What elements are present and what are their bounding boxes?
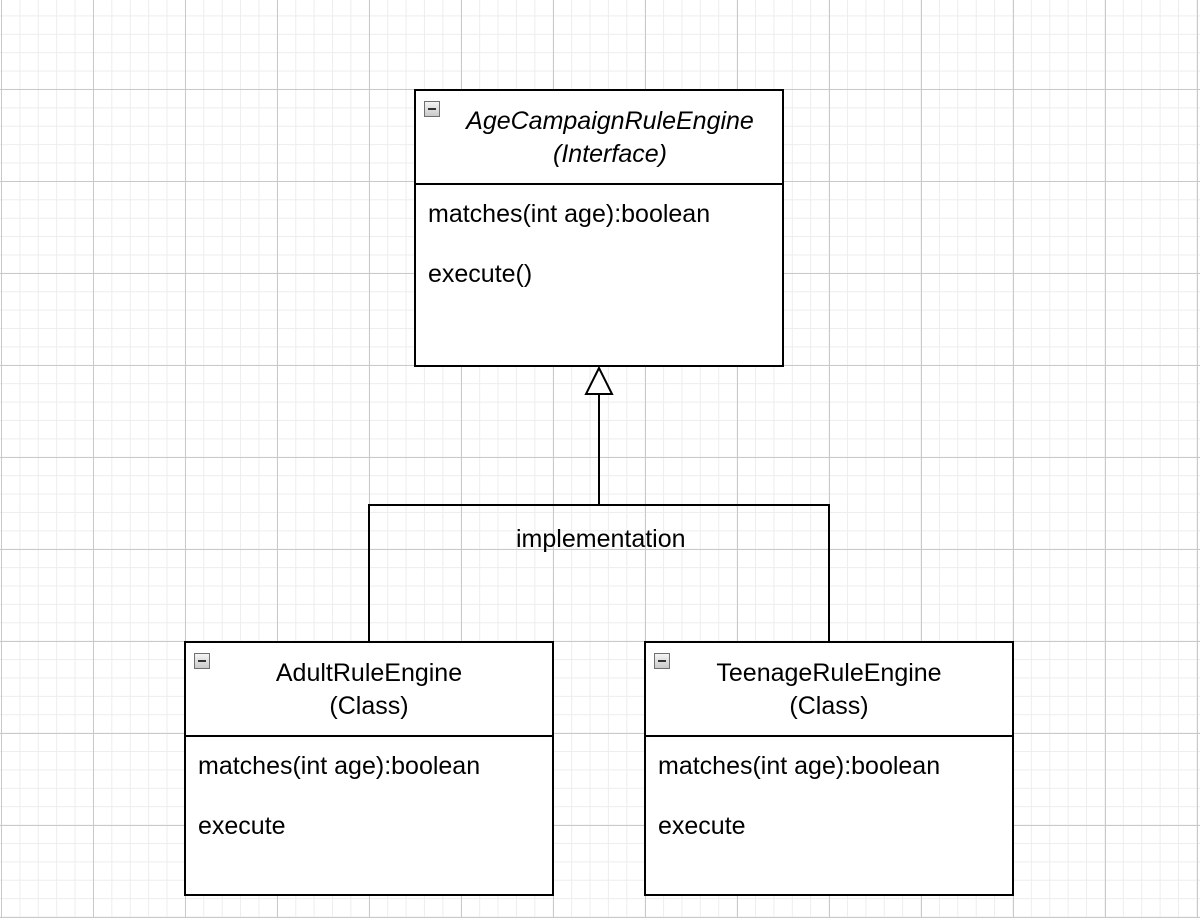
class-header: TeenageRuleEngine (Class) bbox=[646, 643, 1012, 737]
realization-arrowhead[interactable] bbox=[584, 365, 614, 395]
interface-name: AgeCampaignRuleEngine bbox=[466, 107, 754, 135]
class-header: AdultRuleEngine (Class) bbox=[186, 643, 552, 737]
method-execute: execute bbox=[198, 812, 286, 840]
class-stereotype: (Class) bbox=[789, 692, 869, 720]
interface-stereotype: (Interface) bbox=[553, 140, 667, 168]
class-name: TeenageRuleEngine bbox=[716, 659, 942, 687]
minus-square-icon[interactable] bbox=[654, 653, 670, 669]
method-matches: matches(int age):boolean bbox=[198, 752, 481, 780]
method-matches: matches(int age):boolean bbox=[658, 752, 941, 780]
minus-square-icon[interactable] bbox=[194, 653, 210, 669]
relationship-label: implementation bbox=[516, 525, 686, 553]
interface-header: AgeCampaignRuleEngine (Interface) bbox=[416, 91, 782, 185]
class-box-teenage-rule-engine[interactable]: TeenageRuleEngine (Class) matches(int ag… bbox=[644, 641, 1014, 896]
class-name: AdultRuleEngine bbox=[275, 659, 463, 687]
method-execute: execute bbox=[658, 812, 746, 840]
class-box-adult-rule-engine[interactable]: AdultRuleEngine (Class) matches(int age)… bbox=[184, 641, 554, 896]
minus-square-icon[interactable] bbox=[424, 101, 440, 117]
method-matches: matches(int age):boolean bbox=[428, 200, 711, 228]
class-stereotype: (Class) bbox=[329, 692, 409, 720]
method-execute: execute() bbox=[428, 260, 533, 288]
interface-box[interactable]: AgeCampaignRuleEngine (Interface) matche… bbox=[414, 89, 784, 367]
